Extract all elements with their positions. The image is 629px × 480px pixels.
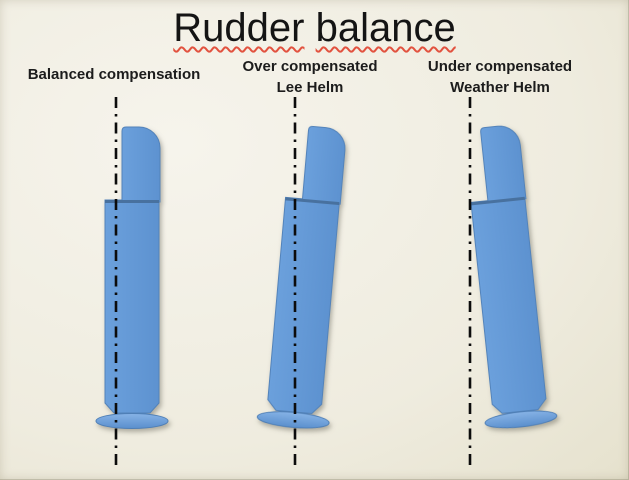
rudder-shape-under-compensated: [451, 121, 561, 439]
rudder-drawing: [95, 126, 169, 429]
rudder-shape-over-compensated: [253, 122, 358, 440]
hinge-divider-line: [470, 196, 526, 206]
label-line: Weather Helm: [450, 79, 550, 96]
rudder-shape-balanced: [93, 125, 171, 437]
rudder-balance-section: [121, 126, 161, 203]
diagram-label-balanced: Balanced compensation: [14, 64, 214, 85]
rudder-blade: [267, 196, 340, 414]
diagram-label-under-compensated: Under compensated Weather Helm: [405, 56, 595, 98]
rudder-drawing: [470, 125, 558, 429]
title-word-2: balance: [315, 6, 456, 50]
pivot-disc: [484, 410, 558, 429]
rudder-blade: [470, 196, 547, 414]
rudder-balance-section: [480, 125, 527, 204]
pivot-disc: [256, 411, 330, 429]
diagram-label-over-compensated: Over compensated Lee Helm: [225, 56, 395, 98]
title-word-1: Rudder: [173, 6, 305, 50]
pivot-disc: [95, 413, 169, 429]
label-line: Lee Helm: [276, 79, 344, 96]
label-line: Balanced compensation: [27, 66, 201, 83]
label-line: Under compensated: [427, 58, 573, 75]
rudder-drawing: [256, 125, 346, 429]
rudder-blade: [104, 199, 160, 414]
label-line: Over compensated: [242, 58, 378, 75]
slide-title: Rudder balance: [0, 6, 629, 51]
rudder-balance-section: [301, 125, 346, 205]
